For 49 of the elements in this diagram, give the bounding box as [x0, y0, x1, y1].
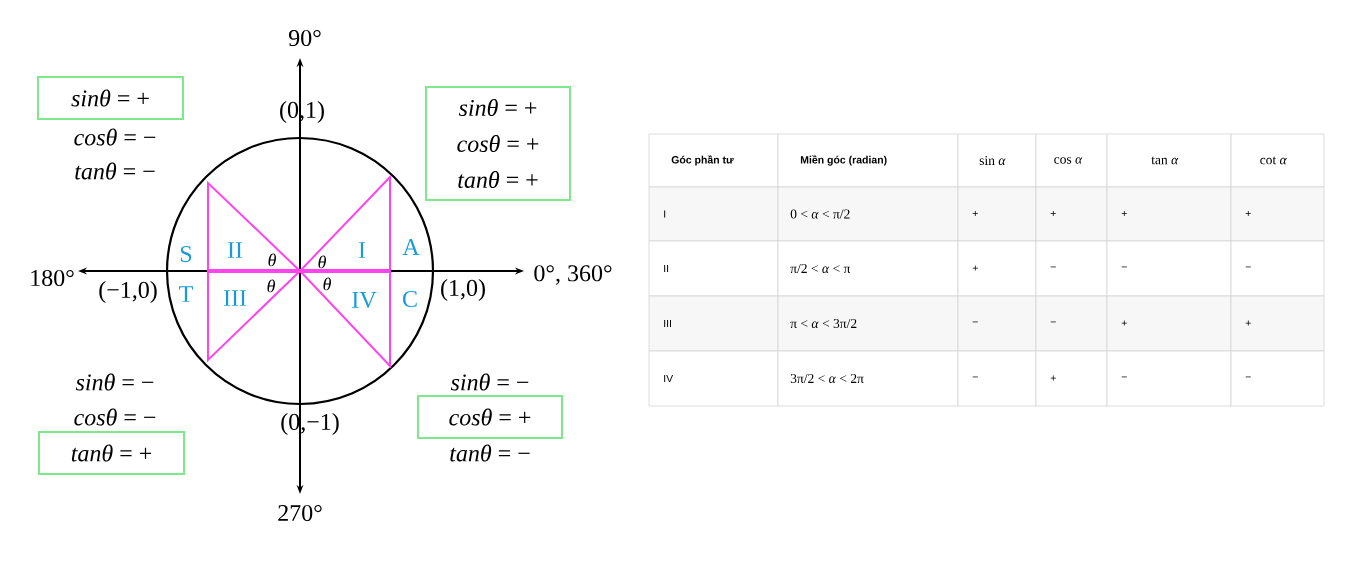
table-cell: tan α — [1106, 133, 1232, 188]
table-cell: + — [1106, 186, 1232, 242]
table-cell: + — [1035, 350, 1108, 407]
table-cell: + — [1230, 295, 1325, 352]
coordinate-label: (1,0) — [441, 279, 485, 301]
angle-label: 90° — [289, 29, 321, 47]
table-cell: + — [1230, 186, 1325, 242]
angle-symbol: θ — [267, 279, 275, 293]
table-cell: − — [1106, 240, 1232, 297]
quadrant-letter: S — [180, 245, 192, 263]
table-cell: − — [1230, 350, 1325, 407]
table-cell: cos α — [1035, 133, 1108, 188]
angle-symbol: θ — [268, 253, 276, 267]
table-cell: − — [1106, 350, 1232, 407]
table-cell: IV — [648, 350, 779, 407]
angle-label: 0°, 360° — [534, 265, 612, 285]
quadrant-letter: C — [403, 290, 417, 308]
table-cell: + — [957, 186, 1037, 242]
angle-label: 270° — [278, 504, 322, 522]
coordinate-label: (−1,0) — [99, 281, 157, 303]
table-cell: + — [957, 240, 1037, 297]
table-cell: sin α — [957, 133, 1037, 188]
table-cell: + — [1035, 186, 1108, 242]
quadrant-number: IV — [352, 291, 377, 309]
sign-box: sinθ = + — [37, 76, 184, 120]
sign-label: sinθ = − — [75, 373, 154, 391]
table-cell: + — [1106, 295, 1232, 352]
table-cell: Góc phần tư — [648, 133, 779, 188]
quadrant-letter: T — [179, 286, 193, 302]
table-cell: II — [648, 240, 779, 297]
table-cell: cot α — [1230, 133, 1325, 188]
sign-box: sinθ = + cosθ = + tanθ = + — [425, 86, 571, 201]
table-cell: − — [957, 350, 1037, 407]
quadrant-number: II — [227, 242, 243, 258]
angle-label: 180° — [31, 269, 74, 287]
table-cell: − — [1035, 240, 1108, 297]
table-cell: − — [957, 295, 1037, 352]
angle-symbol: θ — [323, 277, 331, 291]
table-cell: III — [648, 295, 779, 352]
quadrant-letter: A — [402, 239, 420, 255]
table-cell: − — [1230, 240, 1325, 297]
sign-box: cosθ = + — [417, 395, 563, 439]
quadrant-number: I — [358, 242, 366, 258]
angle-symbol: θ — [318, 255, 326, 269]
table-cell: − — [1035, 295, 1108, 352]
sign-box: tanθ = + — [38, 431, 185, 475]
table-cell: I — [648, 186, 779, 242]
sign-label: tanθ = − — [75, 162, 155, 180]
quadrant-number: III — [223, 290, 247, 306]
